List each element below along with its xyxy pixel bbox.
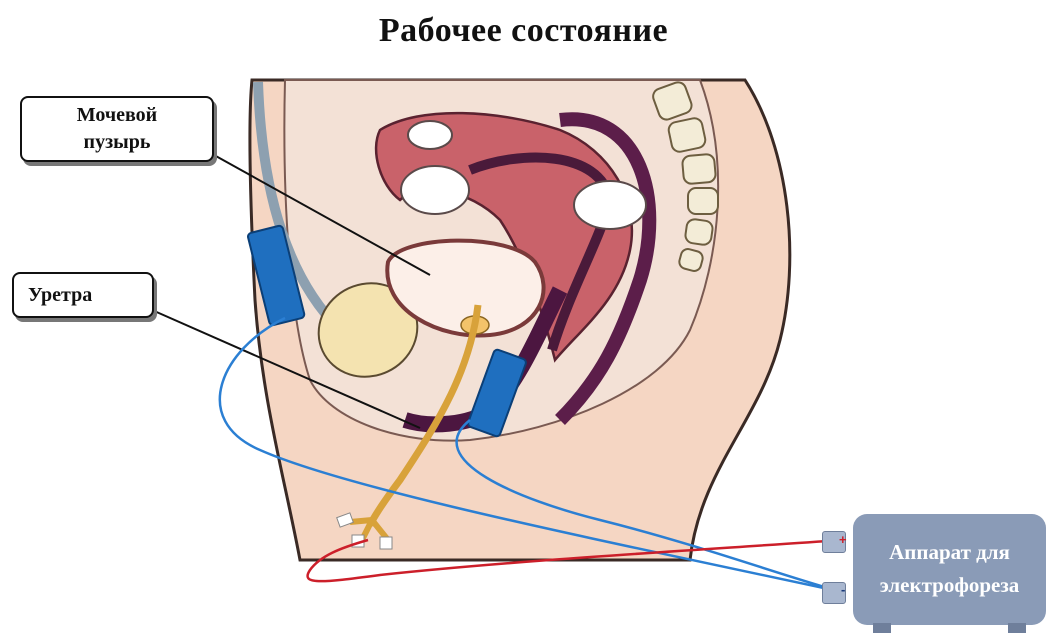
device-label-line1: Аппарат для — [853, 536, 1046, 569]
ovary-top — [408, 121, 452, 149]
urethra-label-text: Уретра — [28, 284, 92, 307]
device-label-line2: электрофореза — [853, 569, 1046, 602]
device-foot-right — [1008, 623, 1026, 633]
bladder-label: Мочевой пузырь — [20, 96, 214, 162]
electrophoresis-device: Аппарат для электрофореза — [853, 514, 1046, 625]
negative-sign: - — [841, 582, 845, 597]
bladder-label-line2: пузырь — [77, 129, 157, 156]
positive-sign: + — [839, 532, 847, 547]
ovary-right — [574, 181, 646, 229]
bladder-label-line1: Мочевой — [77, 102, 157, 129]
urethra-label: Уретра — [12, 272, 154, 318]
device-foot-left — [873, 623, 891, 633]
ovary-left — [401, 166, 469, 214]
